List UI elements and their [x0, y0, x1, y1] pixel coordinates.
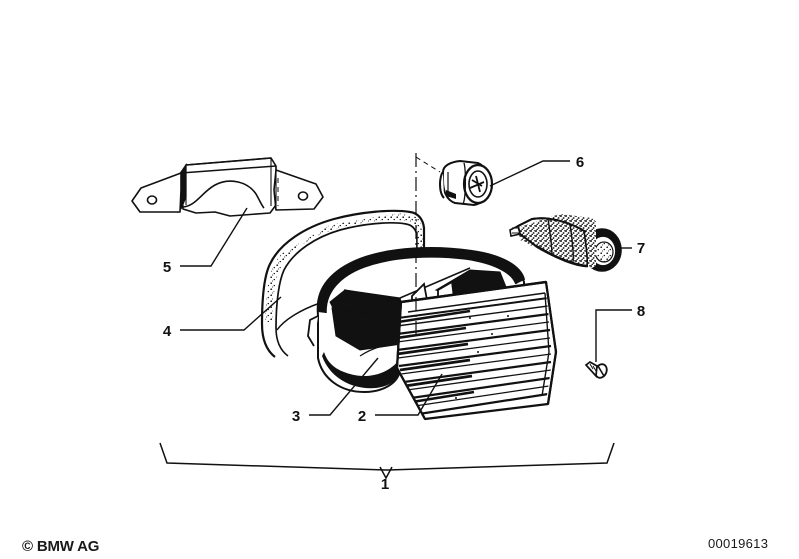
callout-number-1: 1: [381, 476, 389, 493]
part-2-ribbed-lens: [395, 280, 558, 421]
callout-number-6: 6: [576, 154, 584, 171]
callout-number-7: 7: [637, 240, 645, 257]
bulb-centerline: [415, 153, 441, 340]
part-7-bulb-socket: [509, 214, 622, 272]
part-3-reflector-housing: [307, 247, 526, 393]
part-8-screw: [584, 360, 608, 379]
part-4-rubber-gasket: [260, 209, 426, 358]
callout-number-3: 3: [292, 408, 300, 425]
diagram-number: 00019613: [708, 536, 769, 551]
callout-leader-lines: [180, 160, 632, 416]
callout-number-8: 8: [637, 303, 645, 320]
callout-number-4: 4: [163, 323, 172, 340]
part-6-bulb: [438, 160, 494, 206]
callout-number-2: 2: [358, 408, 366, 425]
copyright-notice: © BMW AG: [22, 538, 100, 555]
callout-numbers: 1 2 3 4 5 6 7 8: [163, 154, 645, 493]
callout-number-5: 5: [163, 259, 171, 276]
part-1-assembly-bracket: [159, 442, 615, 480]
part-5-mounting-bracket: [131, 157, 324, 217]
